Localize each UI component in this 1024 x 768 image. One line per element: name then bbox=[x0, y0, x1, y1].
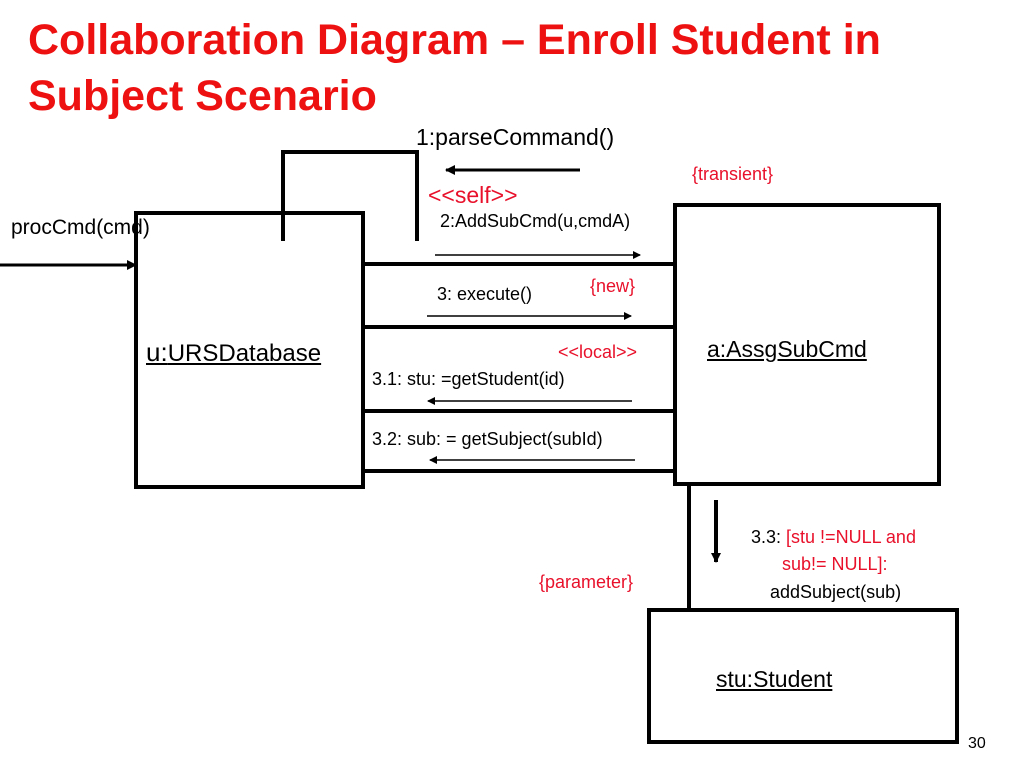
parse-command-label: 1:parseCommand() bbox=[416, 124, 615, 150]
add-subject-guard-1: [stu !=NULL and bbox=[786, 527, 916, 547]
new-constraint: {new} bbox=[590, 276, 636, 296]
self-loop-link bbox=[281, 150, 419, 241]
urs-database-prefix: u: bbox=[146, 337, 168, 367]
add-subject-prefix: 3.3: bbox=[751, 527, 782, 547]
link-add-subject bbox=[687, 482, 691, 612]
assg-sub-cmd-label: a:AssgSubCmd bbox=[707, 336, 867, 362]
proc-cmd-label: procCmd(cmd) bbox=[11, 216, 150, 239]
student-object[interactable] bbox=[647, 608, 959, 744]
add-sub-cmd-label: 2:AddSubCmd(u,cmdA) bbox=[440, 211, 631, 231]
transient-constraint: {transient} bbox=[692, 164, 774, 184]
get-subject-label: 3.2: sub: = getSubject(subId) bbox=[372, 429, 603, 449]
link-get-subject bbox=[361, 469, 677, 473]
link-add-sub-cmd bbox=[361, 262, 677, 266]
page-number: 30 bbox=[968, 735, 986, 752]
self-stereotype: <<self>> bbox=[428, 182, 518, 208]
get-student-label: 3.1: stu: =getStudent(id) bbox=[372, 369, 565, 389]
student-label: stu:Student bbox=[716, 666, 833, 692]
add-subject-guard-2: sub!= NULL]: bbox=[782, 554, 888, 574]
assg-sub-cmd-object[interactable] bbox=[673, 203, 941, 486]
link-execute bbox=[361, 325, 677, 329]
urs-database-object[interactable] bbox=[134, 211, 365, 489]
parameter-constraint: {parameter} bbox=[539, 572, 634, 592]
execute-label: 3: execute() bbox=[437, 284, 533, 304]
urs-database-label: u:URSDatabase bbox=[146, 337, 321, 368]
local-stereotype: <<local>> bbox=[558, 342, 638, 362]
urs-database-name: URSDatabase bbox=[167, 340, 322, 367]
add-subject-call: addSubject(sub) bbox=[770, 582, 902, 602]
add-subject-line-1: 3.3: [stu !=NULL and bbox=[751, 527, 916, 548]
link-get-student bbox=[361, 409, 677, 413]
slide-title: Collaboration Diagram – Enroll Student i… bbox=[28, 16, 881, 120]
